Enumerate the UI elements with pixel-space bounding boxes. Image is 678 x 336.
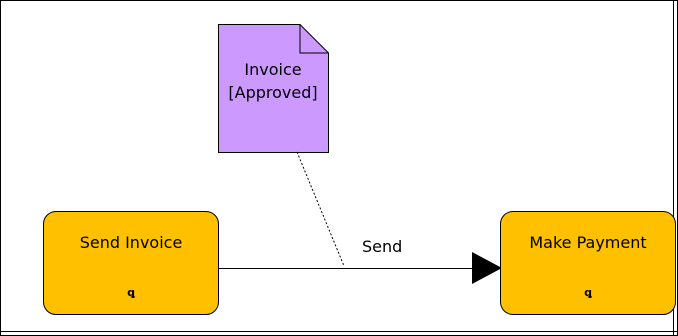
object-node-shape	[218, 24, 329, 153]
object-node-fold	[299, 24, 329, 54]
object-node-name: Invoice	[244, 60, 302, 79]
object-node-state: [Approved]	[228, 83, 318, 102]
flow-label: Send	[362, 237, 403, 256]
action-label: Send Invoice	[79, 233, 183, 252]
object-flow-link[interactable]	[296, 151, 345, 267]
action-glyph-icon: ꝗ	[127, 286, 135, 299]
action-make-payment[interactable]: Make Payment ꝗ	[500, 211, 676, 315]
object-node-invoice[interactable]	[218, 24, 329, 153]
flow-arrowhead	[472, 252, 502, 284]
action-send-invoice[interactable]: Send Invoice ꝗ	[43, 211, 219, 315]
action-label: Make Payment	[529, 233, 647, 252]
object-node-label: Invoice [Approved]	[218, 58, 328, 104]
action-glyph-icon: ꝗ	[584, 286, 592, 299]
